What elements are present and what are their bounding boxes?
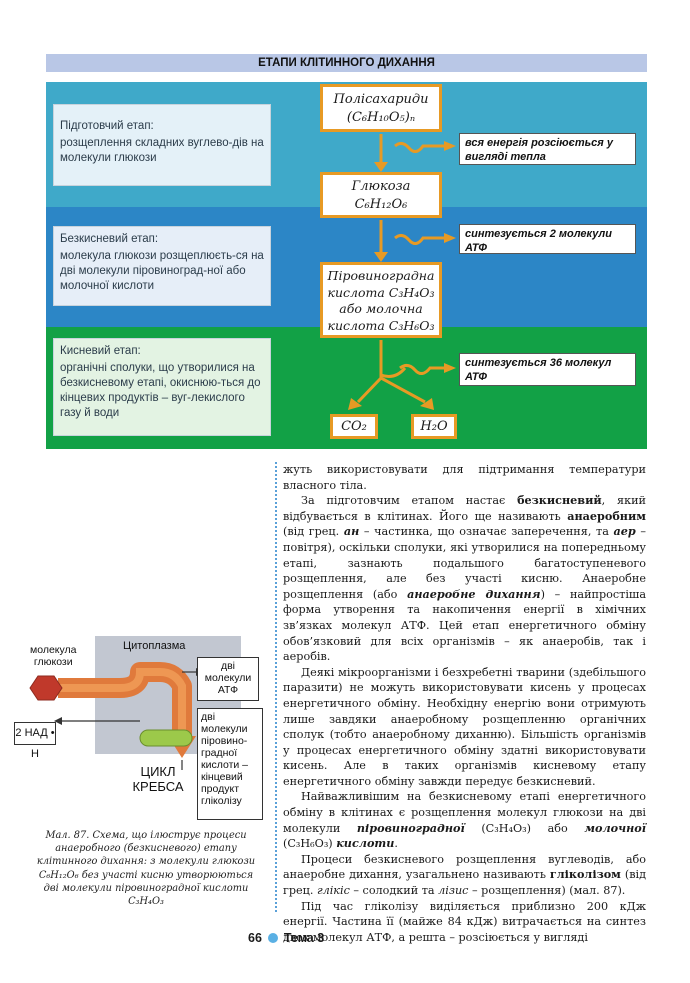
stage-box-oxygen: Кисневий етап: органічні сполуки, що утв… [53, 338, 271, 436]
stage-box-prep: Підготовчий етап: розщеплення складних в… [53, 104, 271, 186]
paragraph: Деякі мікроорганізми і безхребетні твари… [283, 665, 646, 788]
page-number: 66 [248, 931, 262, 945]
energy-2atp-box: синтезується 2 молекули АТФ [459, 224, 636, 254]
substance-formula: C₆H₁₂O₆ [354, 197, 408, 212]
krebs-cycle-label: ЦИКЛ КРЕБСА [132, 764, 184, 794]
stage-title: Безкисневий етап: [60, 233, 159, 245]
page-title: ЕТАПИ КЛІТИННОГО ДИХАННЯ [46, 54, 647, 72]
flow-arrows [348, 134, 456, 410]
nadh-box: 2 НАД • Н [14, 722, 56, 760]
substance-name: Глюкоза [351, 179, 411, 194]
substance-line: або молочна [339, 301, 423, 316]
stage-text: молекула глюкози розщеплюєть-ся на дві м… [60, 250, 264, 292]
two-atp-box: дві молекули АТФ [197, 657, 259, 701]
body-text: жуть використовувати для підтримання тем… [283, 462, 646, 945]
paragraph: жуть використовувати для підтримання тем… [283, 463, 646, 492]
substance-line: кислота C₃H₄O₃ [327, 284, 435, 300]
figure-caption: Мал. 87. Схема, що ілюструє процеси анае… [36, 830, 256, 908]
co2-box: CO₂ [330, 414, 378, 439]
h2o-box: H₂O [411, 414, 457, 439]
page-footer: 66 Тема 3 [248, 931, 324, 945]
paragraph: За підготовчим етапом настає безкисневий… [283, 493, 647, 664]
paragraph: Найважливішим на безкисневому етапі енер… [283, 790, 646, 851]
substance-line: Піровиноградна [327, 268, 435, 283]
paragraph: Під час гліколізу виділяється приблизно … [283, 899, 646, 944]
substance-line: кислота C₃H₆O₃ [327, 317, 435, 333]
energy-heat-box: вся енергія розсіюється у вигляді тепла [459, 133, 636, 165]
topic-label: Тема 3 [283, 931, 325, 945]
glycolysis-diagram [29, 662, 204, 770]
column-divider [275, 462, 277, 912]
glucose-box: Глюкоза C₆H₁₂O₆ [320, 172, 442, 218]
bullet-icon [267, 933, 278, 943]
substance-formula: (C₆H₁₀O₅)ₙ [346, 110, 416, 125]
stage-title: Підготовчий етап: [60, 120, 154, 132]
stage-text: розщеплення складних вуглево-дів на моле… [60, 137, 264, 164]
pyruvate-product-box: дві молекули піровино- градної кислоти –… [197, 708, 263, 820]
paragraph: Процеси безкисневого розщеплення вуглево… [283, 852, 646, 898]
stage-box-anaerobic: Безкисневий етап: молекула глюкози розще… [53, 226, 271, 306]
stage-text: органічні сполуки, що утворилися на безк… [60, 362, 261, 419]
cytoplasm-label: Цитоплазма [123, 640, 186, 652]
polysaccharides-box: Полісахариди (C₆H₁₀O₅)ₙ [320, 84, 442, 132]
pyruvic-acid-box: Піровиноградна кислота C₃H₄O₃ або молочн… [320, 262, 442, 338]
glucose-molecule-label: молекула глюкози [30, 644, 77, 668]
substance-name: Полісахариди [333, 92, 429, 107]
energy-36atp-box: синтезується 36 молекул АТФ [459, 353, 636, 386]
stage-title: Кисневий етап: [60, 345, 141, 357]
